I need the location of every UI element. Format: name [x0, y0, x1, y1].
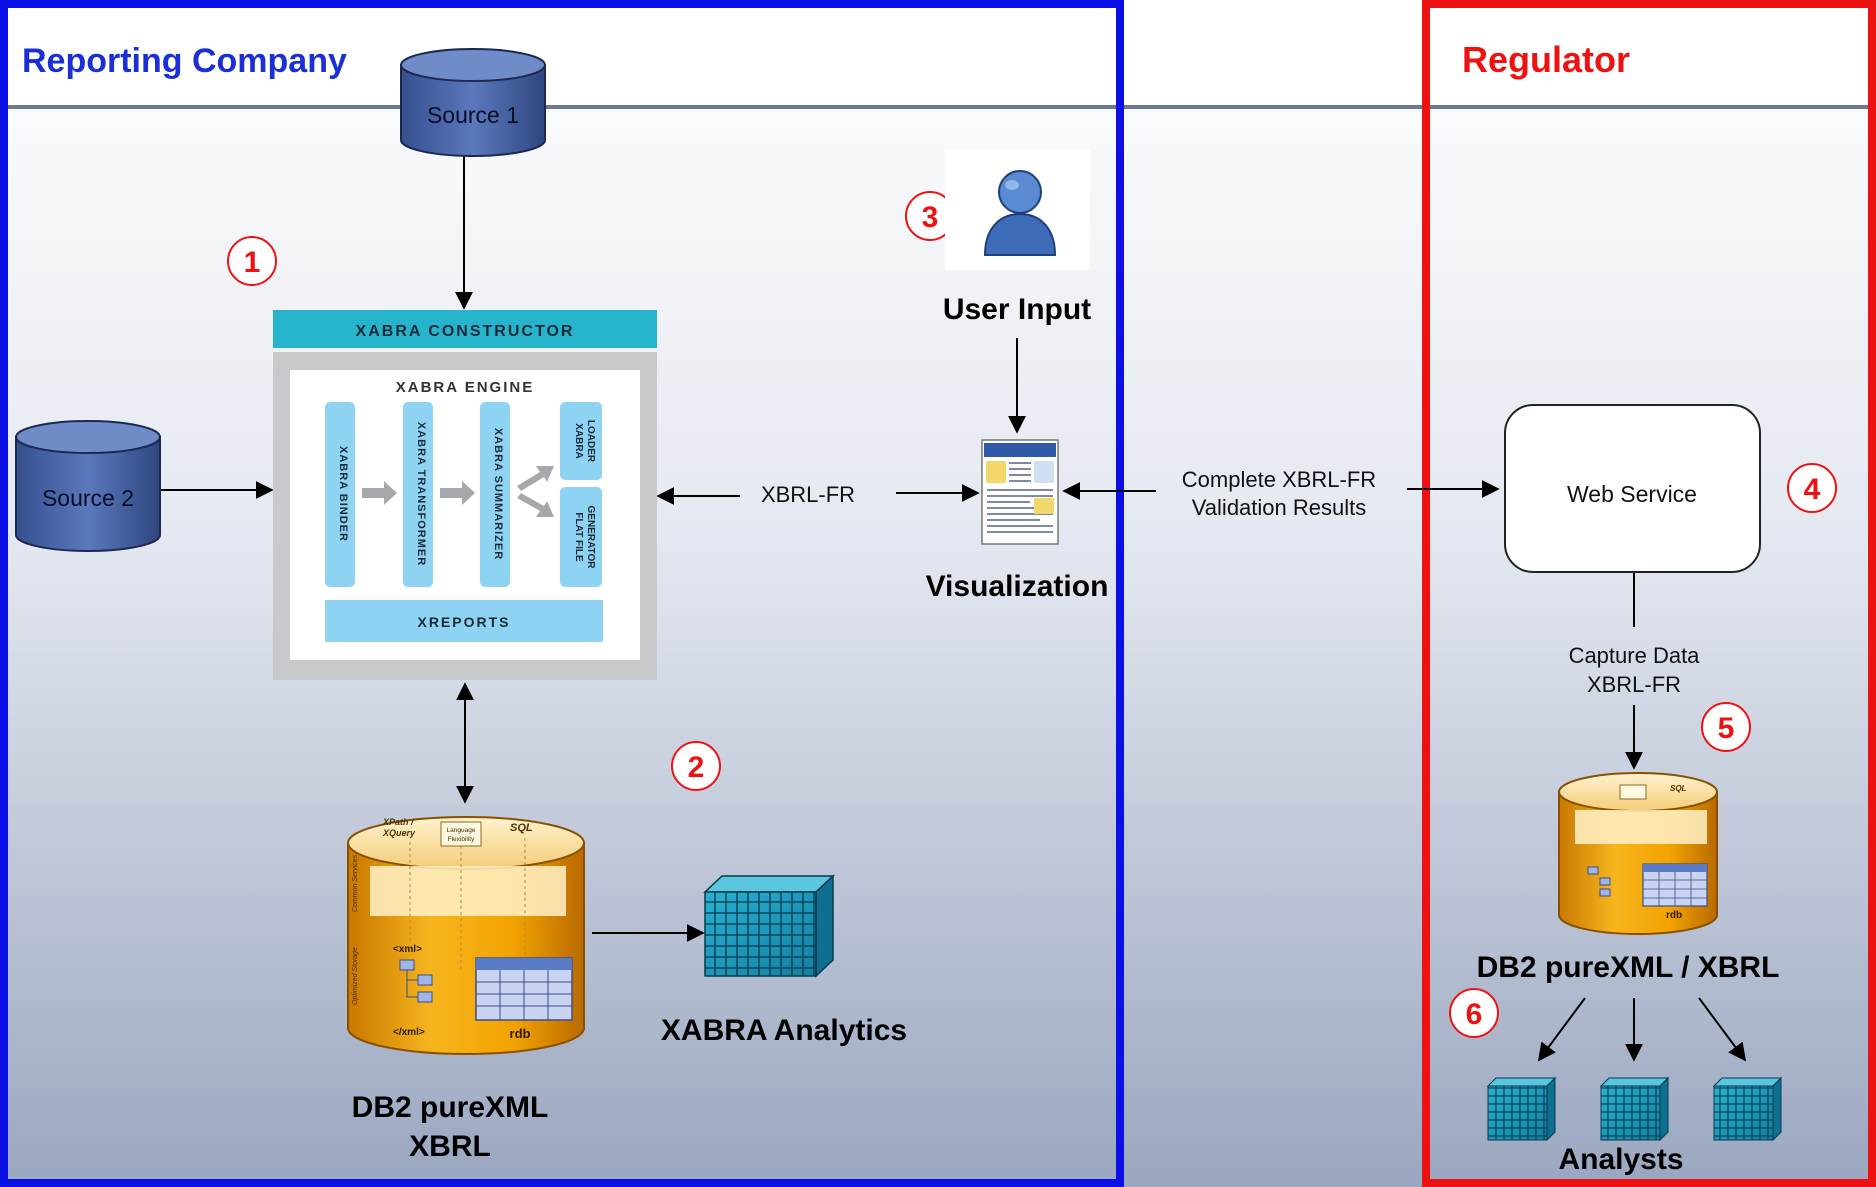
xabra-summarizer-box: [480, 402, 510, 587]
flat-file-label-1: FLAT FILE: [573, 512, 584, 562]
step-1-circle: [227, 236, 277, 286]
db-left-caption-2: XBRL: [409, 1130, 491, 1163]
db-left-xpath-2: XQuery: [382, 828, 416, 838]
complete-xbrl-label-2: Validation Results: [1192, 495, 1366, 520]
user-person-icon: [983, 170, 1057, 256]
engine-flow-arrows: [362, 466, 554, 517]
xabra-transformer-label: XABRA TRANSFORMER: [415, 422, 427, 566]
step-1-label: 1: [244, 246, 261, 279]
db-left-common-services-panel: [370, 866, 566, 916]
user-input-label: User Input: [943, 293, 1091, 326]
web-service-label: Web Service: [1567, 481, 1697, 507]
db-right-language-box: [1619, 784, 1647, 800]
step-2-circle: [671, 741, 721, 791]
connectors: [160, 155, 1747, 1062]
db-right-table-icon: [1642, 863, 1708, 907]
db-left-sql: SQL: [510, 822, 533, 834]
step-6-label: 6: [1466, 998, 1483, 1031]
db-right-caption: DB2 pureXML / XBRL: [1477, 951, 1780, 984]
regulator-title: Regulator: [1462, 39, 1630, 80]
xabra-loader-label-1: XABRA: [573, 423, 584, 459]
analyst-cube-3: [1712, 1076, 1783, 1142]
xbrl-fr-label: XBRL-FR: [761, 482, 855, 507]
analyst-cubes: Analysts: [1486, 1076, 1783, 1176]
capture-data-label-1: Capture Data: [1569, 643, 1701, 668]
xabra-analytics-cube: XABRA Analytics: [661, 874, 907, 1047]
xabra-loader-label-2: LOADER: [585, 420, 596, 463]
step-4-circle: [1787, 463, 1837, 513]
db-left-caption-1: DB2 pureXML: [352, 1091, 549, 1124]
arrow-db-to-analyst-right: [1698, 997, 1747, 1062]
db-left-xml-tree-icon: [399, 959, 433, 1003]
reporting-company-region: [0, 0, 1124, 1187]
source1-label: Source 1: [427, 102, 519, 128]
db-left-xml-close: </xml>: [393, 1027, 425, 1038]
xabra-loader-box: [560, 402, 602, 480]
db2-purexml-right: SQL rdb DB2 pureXML / XBRL: [1477, 772, 1780, 984]
db-left-common-services: Common Services: [352, 854, 359, 912]
source2-label: Source 2: [42, 485, 134, 511]
db-right-panel: [1575, 810, 1707, 844]
step-3-label: 3: [922, 201, 939, 234]
header-band: [0, 0, 1876, 107]
xabra-transformer-box: [403, 402, 433, 587]
xreports-box: [325, 600, 603, 642]
source2-cylinder: Source 2: [15, 420, 161, 552]
db-left-language-2: Flexibility: [448, 836, 475, 843]
step-4-label: 4: [1804, 473, 1821, 506]
xreports-label: XREPORTS: [417, 614, 510, 630]
report-document-icon: [981, 439, 1059, 545]
source1-cylinder: Source 1: [400, 48, 546, 157]
step-5-circle: [1701, 702, 1751, 752]
xabra-block: XABRA CONSTRUCTOR XABRA ENGINE XABRA BIN…: [273, 310, 657, 680]
db-left-dashed-links: [409, 838, 526, 970]
regulator-region: [1422, 0, 1876, 1187]
xabra-engine-label: XABRA ENGINE: [396, 379, 534, 396]
user-input-node: User Input: [943, 150, 1091, 326]
visualization-node: Visualization: [926, 439, 1109, 603]
analyst-cube-1: [1486, 1076, 1557, 1142]
web-service-box: [1504, 404, 1761, 573]
xabra-binder-label: XABRA BINDER: [337, 446, 349, 542]
db-left-xml-open: <xml>: [393, 944, 422, 955]
reporting-company-title: Reporting Company: [22, 42, 347, 80]
capture-data-label-2: XBRL-FR: [1587, 672, 1681, 697]
db-right-rdb: rdb: [1666, 910, 1682, 921]
visualization-label: Visualization: [926, 570, 1109, 603]
step-6-circle: [1449, 988, 1499, 1038]
xabra-constructor-bar: [273, 310, 657, 348]
db-left-table-icon: [475, 957, 573, 1021]
web-service-node: Web Service: [1504, 404, 1761, 573]
db2-purexml-left: XPath / XQuery SQL Language Flexibility …: [347, 816, 585, 1163]
xabra-summarizer-label: XABRA SUMMARIZER: [492, 428, 504, 560]
db-left-language-1: Language: [447, 827, 476, 834]
db-right-sql: SQL: [1670, 784, 1687, 793]
flat-file-generator-box: [560, 487, 602, 587]
xabra-constructor-label: XABRA CONSTRUCTOR: [356, 323, 575, 340]
db-left-rdb: rdb: [510, 1026, 531, 1041]
analyst-cube-2: [1599, 1076, 1670, 1142]
arrow-db-to-analyst-left: [1537, 997, 1586, 1062]
step-markers: 1 2 3 4 5 6: [227, 191, 1837, 1038]
flat-file-label-2: GENERATOR: [585, 506, 596, 570]
step-5-label: 5: [1718, 712, 1735, 745]
db-left-xpath-1: XPath /: [382, 817, 415, 827]
xabra-binder-box: [325, 402, 355, 587]
db-left-optimized-storage: Optimized Storage: [352, 947, 359, 1005]
db-left-language-box: [440, 821, 482, 847]
xabra-analytics-label: XABRA Analytics: [661, 1014, 907, 1047]
db-right-xml-tree-icon: [1587, 866, 1611, 897]
analysts-label: Analysts: [1558, 1143, 1683, 1176]
complete-xbrl-label-1: Complete XBRL-FR: [1182, 467, 1376, 492]
step-2-label: 2: [688, 751, 705, 784]
